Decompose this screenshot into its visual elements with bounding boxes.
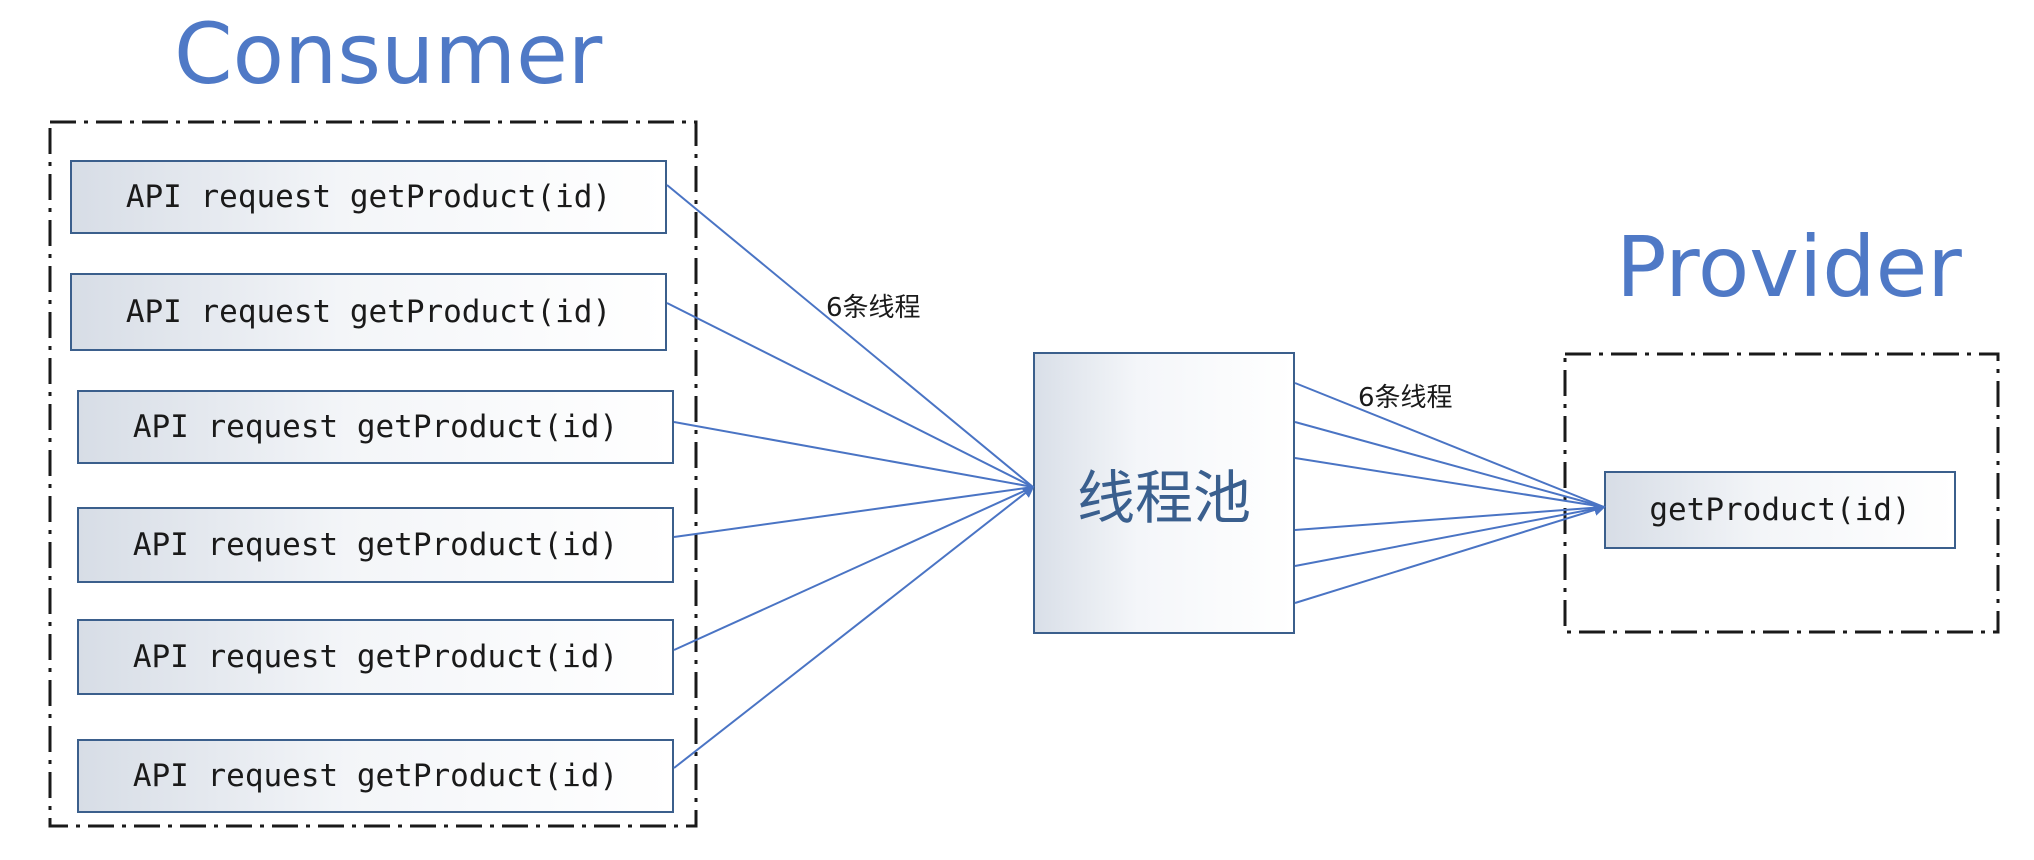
arrow-request-2-to-pool xyxy=(666,302,1034,488)
request-box-label: API request getProduct(id) xyxy=(132,409,619,445)
consumer-group-border xyxy=(48,120,698,828)
request-box-label: API request getProduct(id) xyxy=(125,294,612,330)
provider-method-box: getProduct(id) xyxy=(1604,471,1956,549)
arrow-request-3-to-pool xyxy=(673,421,1034,488)
request-box-label: API request getProduct(id) xyxy=(132,758,619,794)
arrow-request-1-to-pool xyxy=(666,184,1034,488)
arrow-pool-to-provider-6 xyxy=(1294,504,1606,604)
arrow-request-4-to-pool xyxy=(673,486,1034,538)
request-box-6: API request getProduct(id) xyxy=(77,739,674,813)
consumer-group xyxy=(48,120,698,828)
provider-method-label: getProduct(id) xyxy=(1649,492,1911,528)
edge-label-consumer-to-pool: 6条线程 xyxy=(826,293,921,323)
consumer-title: Consumer xyxy=(174,5,603,103)
request-box-label: API request getProduct(id) xyxy=(125,179,612,215)
request-box-1: API request getProduct(id) xyxy=(70,160,667,234)
arrow-pool-to-provider-2 xyxy=(1294,421,1605,508)
arrow-request-5-to-pool xyxy=(673,486,1034,651)
request-box-5: API request getProduct(id) xyxy=(77,619,674,695)
request-box-2: API request getProduct(id) xyxy=(70,273,667,351)
arrow-pool-to-provider-5 xyxy=(1294,506,1605,567)
request-box-label: API request getProduct(id) xyxy=(132,527,619,563)
thread-pool-label: 线程池 xyxy=(1076,464,1251,532)
request-box-label: API request getProduct(id) xyxy=(132,639,619,675)
arrow-pool-to-provider-3 xyxy=(1294,457,1605,508)
arrow-pool-to-provider-1 xyxy=(1294,382,1605,508)
thread-pool-box: 线程池 xyxy=(1033,352,1295,634)
provider-group-border xyxy=(1563,352,2000,634)
arrow-pool-to-provider-4 xyxy=(1294,506,1605,531)
arrow-request-6-to-pool xyxy=(673,485,1035,769)
request-box-3: API request getProduct(id) xyxy=(77,390,674,464)
request-box-4: API request getProduct(id) xyxy=(77,507,674,583)
provider-title: Provider xyxy=(1616,218,1962,316)
provider-group xyxy=(1563,352,2000,634)
edge-label-pool-to-provider: 6条线程 xyxy=(1358,383,1453,413)
